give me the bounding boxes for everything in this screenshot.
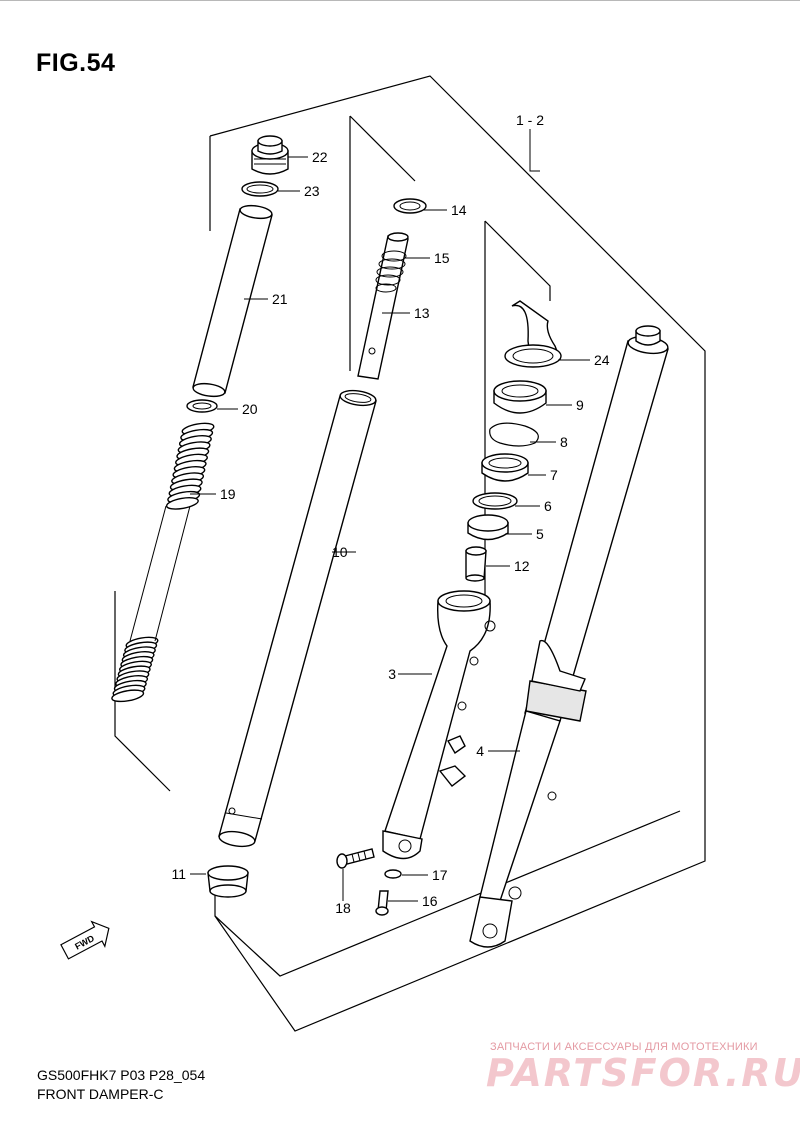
part-label-p12: 12 — [514, 558, 530, 574]
part-label-p20: 20 — [242, 401, 258, 417]
o-ring-part — [241, 181, 279, 197]
part-label-p7: 7 — [550, 467, 558, 483]
damper-rod-part — [357, 232, 409, 380]
ring-part — [393, 198, 427, 214]
part-label-p18: 18 — [335, 900, 351, 916]
cap-bolt-part — [251, 135, 289, 175]
part-label-p4: 4 — [476, 743, 484, 759]
group-outline-right — [484, 220, 551, 301]
part-label-p17: 17 — [432, 867, 448, 883]
axle-bolt-part — [336, 848, 375, 869]
part-label-p22: 22 — [312, 149, 328, 165]
part-label-p21: 21 — [272, 291, 288, 307]
slide-bushing-part — [207, 865, 249, 898]
figure-caption: FRONT DAMPER-C — [37, 1086, 164, 1102]
part-label-p5: 5 — [536, 526, 544, 542]
oil-seal-part — [481, 453, 529, 482]
fork-spring-part — [111, 422, 215, 703]
gasket-part — [384, 869, 402, 879]
part-label-p9: 9 — [576, 397, 584, 413]
part-label-p16: 16 — [422, 893, 438, 909]
leader-line-p1-2 — [529, 129, 540, 172]
outer-tube-left-part — [382, 590, 496, 860]
part-label-p10: 10 — [332, 544, 348, 560]
watermark-tagline: ЗАПЧАСТИ И АКСЕССУАРЫ ДЛЯ МОТОТЕХНИКИ — [490, 1041, 758, 1053]
damper-bolt-part — [375, 890, 389, 916]
washer-part — [186, 399, 218, 413]
part-label-p13: 13 — [414, 305, 430, 321]
part-label-p6: 6 — [544, 498, 552, 514]
part-label-p3: 3 — [388, 666, 396, 682]
part-leaders: 1 - 2 3 4 56 7 8 9 10 11 12 13 14 15 16 17 18 19 20 21 22 23… — [171, 112, 609, 916]
oil-lock-piece-part — [465, 546, 487, 582]
part-label-p15: 15 — [434, 250, 450, 266]
part-label-p24: 24 — [594, 352, 610, 368]
figure-title: FIG.54 — [36, 49, 116, 77]
part-label-p1-2: 1 - 2 — [516, 112, 544, 128]
group-outline-left2 — [114, 591, 171, 792]
group-outline-outer — [209, 75, 706, 1032]
spacer-tube-part — [192, 204, 273, 398]
part-label-p8: 8 — [560, 434, 568, 450]
oil-seal-washer-part — [472, 492, 518, 510]
guide-metal-part — [467, 514, 509, 541]
spring-coil — [111, 689, 145, 703]
fwd-arrow-icon: FWD — [60, 920, 110, 960]
part-label-p14: 14 — [451, 202, 467, 218]
watermark-logo: PARTSFOR.RU — [486, 1051, 800, 1095]
group-outline-right3 — [214, 810, 681, 977]
part-label-p23: 23 — [304, 183, 320, 199]
part-label-p11: 11 — [171, 866, 186, 882]
group-outline-inner — [349, 115, 416, 182]
dust-boot-part — [504, 300, 562, 368]
inner-tube-part — [218, 389, 377, 848]
outer-tube-right-part — [469, 325, 669, 948]
model-code: GS500FHK7 P03 P28_054 — [37, 1067, 206, 1083]
dust-seal-part — [493, 380, 547, 414]
part-label-p19: 19 — [220, 486, 236, 502]
stopper-ring-part — [489, 422, 539, 447]
